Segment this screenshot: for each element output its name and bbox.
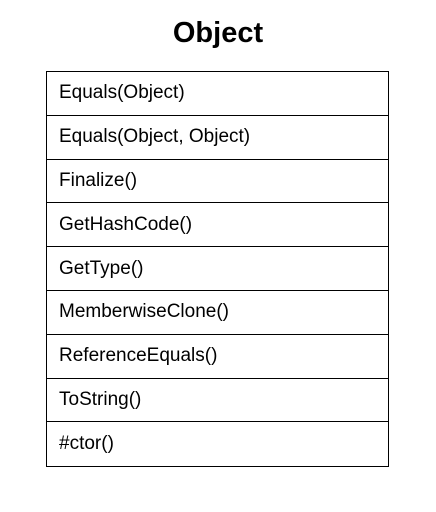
method-row: ReferenceEquals() <box>47 335 388 379</box>
method-row: GetType() <box>47 247 388 291</box>
method-row: MemberwiseClone() <box>47 291 388 335</box>
method-row: Equals(Object, Object) <box>47 116 388 160</box>
method-row: Finalize() <box>47 160 388 204</box>
method-row: ToString() <box>47 379 388 423</box>
method-row: Equals(Object) <box>47 72 388 116</box>
method-list: Equals(Object) Equals(Object, Object) Fi… <box>46 71 389 468</box>
method-row: GetHashCode() <box>47 203 388 248</box>
class-title: Object <box>172 17 264 49</box>
method-row: #ctor() <box>59 433 114 455</box>
